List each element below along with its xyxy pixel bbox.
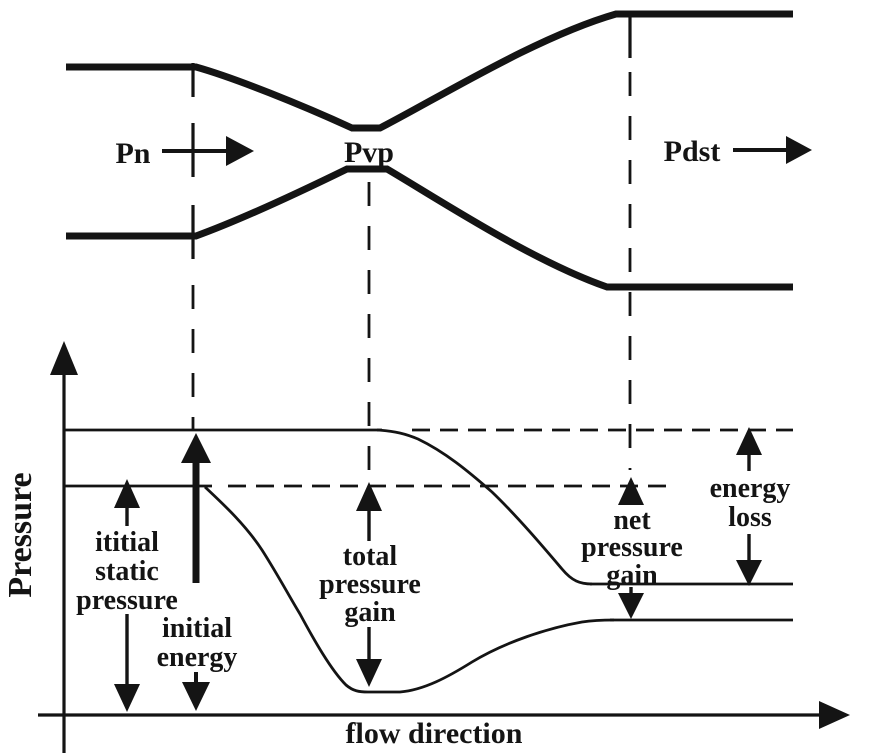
pressure-chart: Pressure flow direction ititial static p… — [2, 341, 850, 753]
up-arrowhead-icon — [356, 482, 382, 511]
down-arrowhead-icon — [114, 684, 140, 712]
inlet-flow-arrow-icon — [226, 136, 254, 166]
down-arrowhead-icon — [736, 560, 762, 586]
annotation-label-line: pressure — [76, 585, 178, 616]
y-axis-label: Pressure — [2, 472, 39, 597]
energy-loss-annotation: energy loss — [710, 427, 791, 586]
annotation-label-line: gain — [606, 560, 658, 591]
inlet-pressure-label: Pn — [115, 137, 150, 170]
annotation-label-line: initial — [162, 613, 232, 644]
y-axis-arrowhead-icon — [50, 341, 78, 375]
x-axis-arrowhead-icon — [819, 701, 850, 729]
annotation-label-line: energy — [157, 642, 238, 673]
down-arrowhead-icon — [356, 659, 382, 687]
annotation-label-line: static — [95, 556, 159, 587]
annotation-label-line: loss — [728, 502, 772, 533]
total-pressure-gain-annotation: total pressure gain — [319, 482, 421, 687]
down-arrowhead-icon — [618, 593, 644, 619]
static-pressure-curve — [204, 485, 615, 694]
outlet-flow-arrow-icon — [786, 136, 812, 164]
up-arrowhead-icon — [114, 479, 140, 508]
down-arrowhead-icon — [182, 682, 210, 711]
x-axis-label: flow direction — [346, 717, 523, 750]
annotation-label-line: gain — [344, 597, 396, 628]
up-arrowhead-icon — [181, 433, 211, 463]
annotation-label-line: net — [613, 505, 651, 536]
annotation-label-line: ititial — [95, 527, 159, 558]
outlet-pressure-label: Pdst — [664, 135, 721, 168]
annotation-label-line: pressure — [581, 532, 683, 563]
throat-pressure-label: Pvp — [344, 136, 394, 169]
duct-bottom-wall — [66, 165, 793, 291]
annotation-label-line: pressure — [319, 569, 421, 600]
initial-static-pressure-annotation: ititial static pressure — [76, 479, 178, 712]
initial-energy-annotation: initial energy — [157, 433, 238, 711]
up-arrowhead-icon — [736, 427, 762, 455]
duct-schematic: Pn Pvp Pdst — [66, 10, 812, 474]
duct-top-wall — [66, 10, 793, 132]
net-pressure-gain-annotation: net pressure gain — [581, 477, 683, 619]
up-arrowhead-icon — [618, 477, 644, 505]
annotation-label-line: total — [343, 541, 398, 572]
annotation-label-line: energy — [710, 473, 791, 504]
total-pressure-curve — [376, 428, 593, 586]
